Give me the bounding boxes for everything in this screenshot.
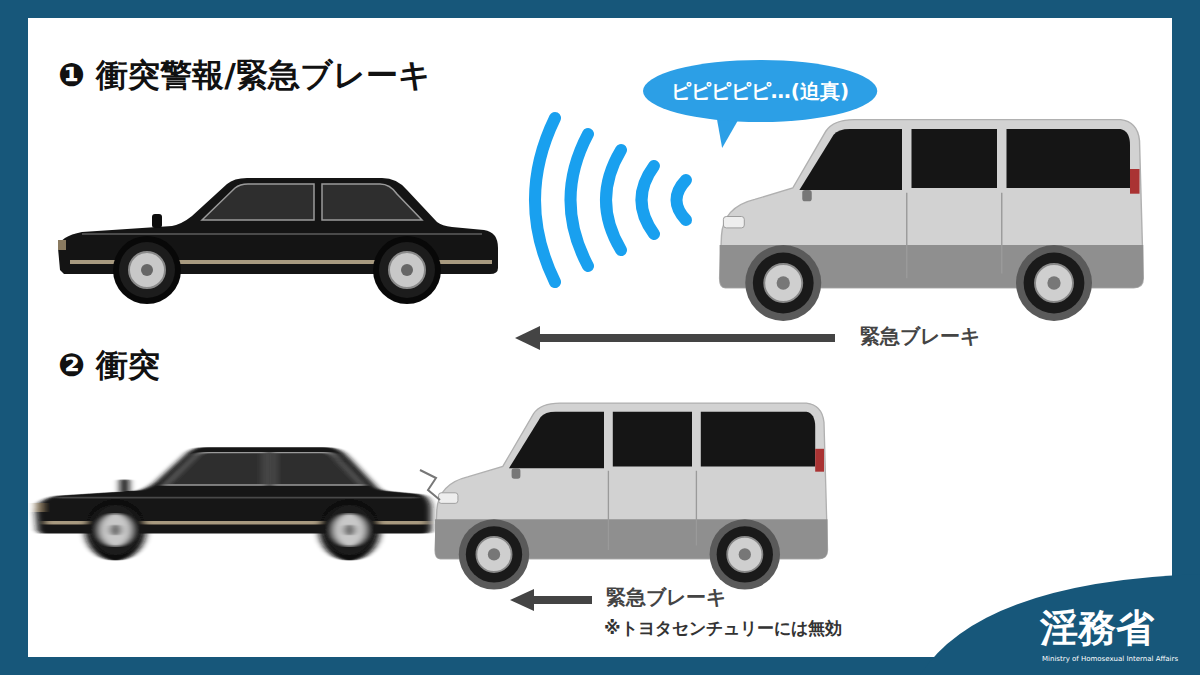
brake-arrow [510,589,592,611]
arrow-label: 緊急ブレーキ [606,585,726,609]
black-sedan-blurred [35,447,431,560]
logo-title: 淫務省 [1040,608,1154,650]
section-heading: ❷ 衝突 [58,346,160,384]
note: ※トヨタセンチュリーには無効 [604,618,842,638]
arrow-label: 緊急ブレーキ [860,324,980,348]
logo-corner: 淫務省 Ministry of Homosexual Internal Affai… [900,560,1200,675]
speech-bubble: ピピピピピ…(迫真) [643,60,877,122]
brake-arrow [515,326,835,350]
logo-subtitle: Ministry of Homosexual Internal Affairs [1042,656,1178,664]
black-sedan [58,178,498,304]
section-heading: ❶ 衝突警報/緊急ブレーキ [58,56,431,94]
silver-van [720,120,1144,321]
crumple-mark [420,470,440,500]
bubble-text: ピピピピピ…(迫真) [671,79,849,103]
radar-waves [535,118,686,282]
silver-van-crash [435,403,827,590]
